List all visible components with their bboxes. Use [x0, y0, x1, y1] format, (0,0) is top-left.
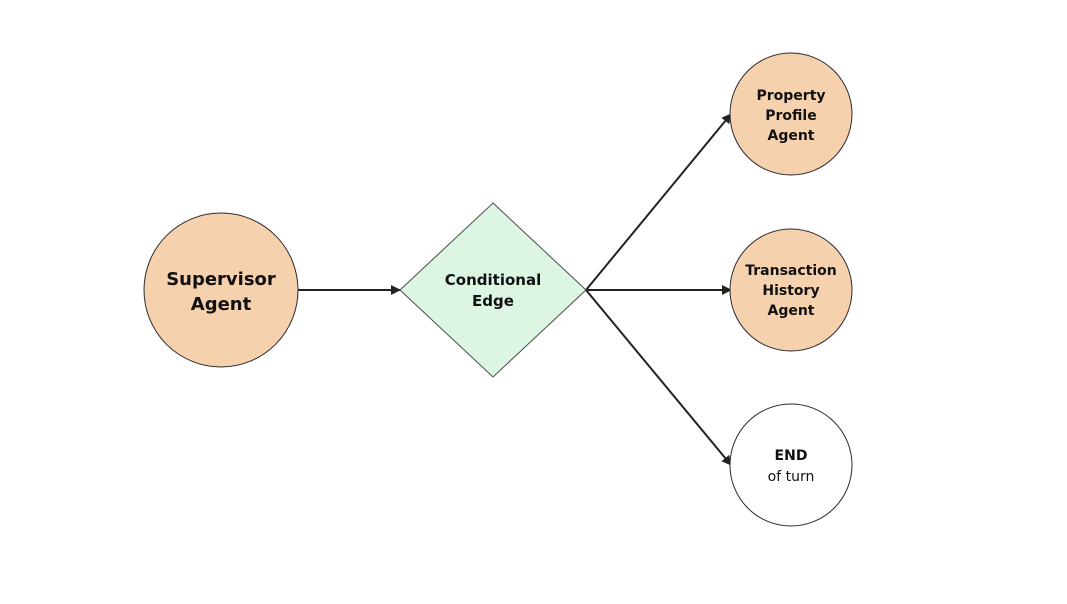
end-of-turn-label-line2: of turn [768, 469, 815, 485]
conditional-edge-label-line1: Conditional [445, 271, 541, 289]
transaction-history-agent-label-line2: History [762, 283, 819, 299]
conditional-edge-label-line2: Edge [472, 292, 514, 310]
property-profile-agent-node: Property Profile Agent [729, 52, 853, 176]
supervisor-agent-circle [143, 212, 299, 368]
end-of-turn-label-line1: END [775, 448, 808, 464]
property-profile-agent-label-line1: Property [756, 88, 825, 104]
conditional-edge-node: Conditional Edge [399, 202, 587, 378]
conditional-edge-diamond [399, 202, 587, 378]
edge-conditional-to-property [585, 113, 732, 291]
transaction-history-agent-label-line1: Transaction [745, 263, 837, 279]
edge-conditional-to-end [585, 289, 732, 466]
property-profile-agent-circle [729, 52, 853, 176]
supervisor-agent-node: Supervisor Agent [143, 212, 299, 368]
property-profile-agent-label-line2: Profile [765, 108, 816, 124]
transaction-history-agent-label-line3: Agent [767, 303, 814, 319]
end-of-turn-node: END of turn [729, 403, 853, 527]
property-profile-agent-label-line3: Agent [767, 128, 814, 144]
end-of-turn-circle [729, 403, 853, 527]
transaction-history-agent-node: Transaction History Agent [729, 228, 853, 352]
supervisor-agent-label-line2: Agent [191, 294, 252, 315]
supervisor-agent-label-line1: Supervisor [166, 269, 276, 290]
transaction-history-agent-circle [729, 228, 853, 352]
